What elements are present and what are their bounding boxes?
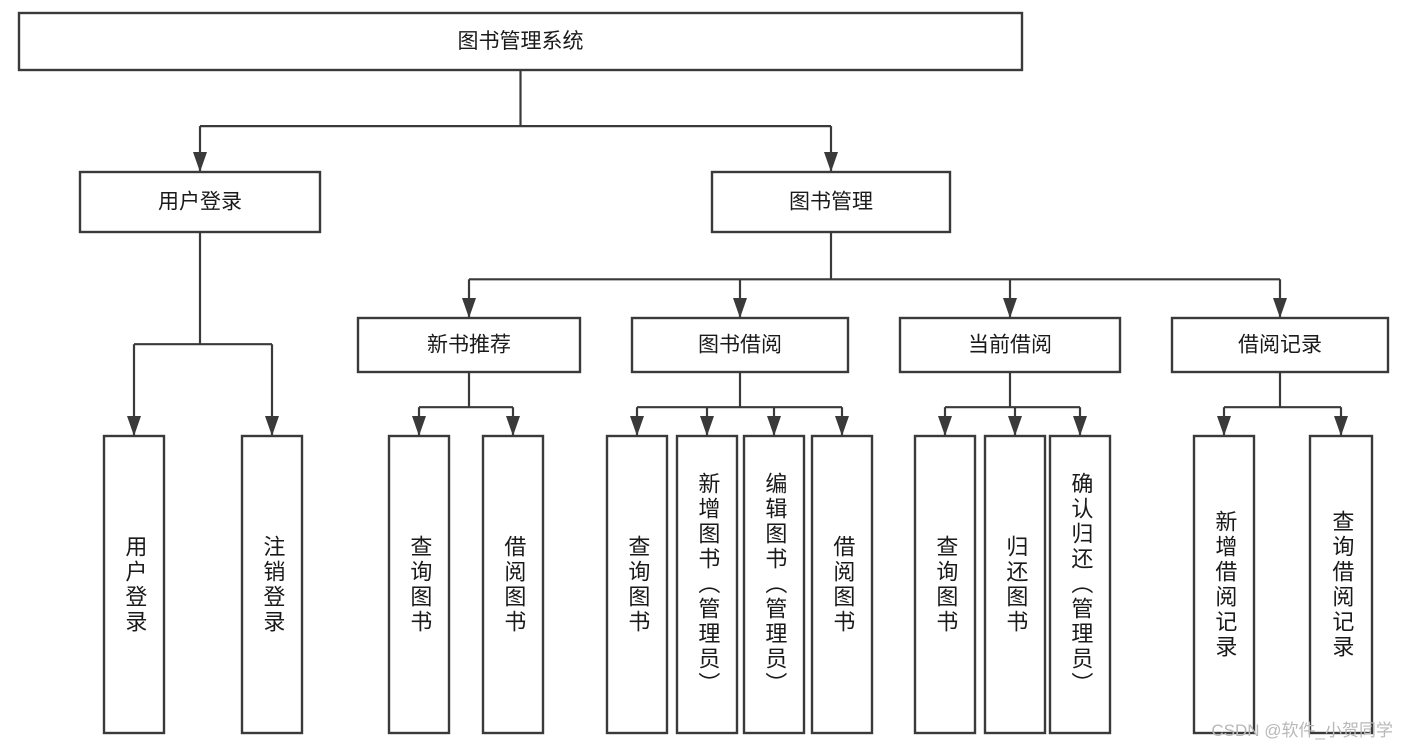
- leaf-box: [481, 434, 545, 735]
- arrow-head: [824, 152, 838, 172]
- arrow-head: [462, 298, 476, 318]
- leaf-box: [387, 434, 451, 735]
- leaf-box: [742, 434, 806, 735]
- level3-box: [356, 316, 582, 374]
- arrow-head: [1273, 298, 1287, 318]
- arrow-head: [767, 416, 781, 436]
- leaf-box: [1192, 434, 1256, 735]
- level3-box: [898, 316, 1122, 374]
- arrow-head: [1003, 298, 1017, 318]
- watermark-text: CSDN @软件_小贺同学: [1211, 721, 1393, 740]
- leaf-box: [240, 434, 304, 735]
- level2-label: 用户登录: [158, 191, 242, 214]
- level3-label: 当前借阅: [968, 334, 1052, 357]
- level2-box: [710, 170, 952, 234]
- arrow-head: [1334, 416, 1348, 436]
- arrow-head: [938, 416, 952, 436]
- level3-label: 图书借阅: [698, 334, 782, 357]
- arrow-head: [1073, 416, 1087, 436]
- arrow-head: [265, 416, 279, 436]
- leaf-box: [1308, 434, 1374, 735]
- arrow-head: [835, 416, 849, 436]
- arrow-head: [733, 298, 747, 318]
- leaf-box: [983, 434, 1047, 735]
- leaf-box: [1048, 434, 1112, 735]
- level3-box: [630, 316, 850, 374]
- arrow-head: [412, 416, 426, 436]
- connector-layer: [127, 70, 1348, 436]
- leaf-box: [913, 434, 977, 735]
- root-label: 图书管理系统: [458, 30, 584, 53]
- arrow-head: [506, 416, 520, 436]
- arrow-head: [1008, 416, 1022, 436]
- leaf-box: [675, 434, 739, 735]
- root-box: [17, 11, 1024, 72]
- arrow-head: [630, 416, 644, 436]
- level2-box: [78, 170, 322, 234]
- leaf-box: [605, 434, 669, 735]
- box-layer: [17, 11, 1390, 735]
- leaf-box: [810, 434, 874, 735]
- arrow-head: [193, 152, 207, 172]
- arrow-head: [127, 416, 141, 436]
- level3-box: [1170, 316, 1390, 374]
- level3-label: 借阅记录: [1238, 334, 1322, 357]
- level2-label: 图书管理: [789, 191, 873, 214]
- arrow-head: [1217, 416, 1231, 436]
- level3-label: 新书推荐: [427, 334, 511, 357]
- arrow-head: [700, 416, 714, 436]
- leaf-box: [102, 434, 166, 735]
